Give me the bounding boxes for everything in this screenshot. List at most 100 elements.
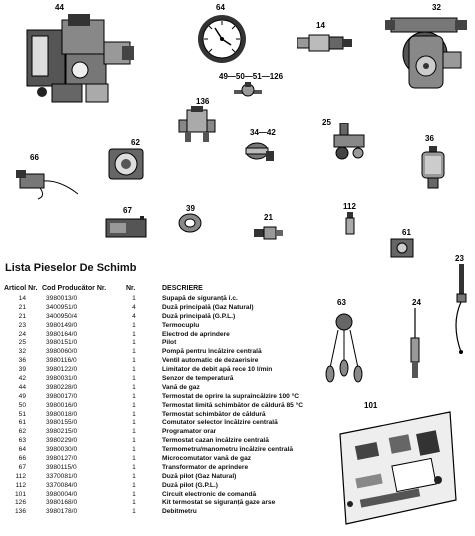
selector-switch-drawing xyxy=(390,238,414,258)
temperature-sensor-drawing xyxy=(242,139,276,163)
cell-cod: 3980004/0 xyxy=(46,490,78,498)
cell-nr: 1 xyxy=(132,383,136,391)
cell-cod: 3400951/0 xyxy=(46,303,78,311)
cell-descriere: Termocuplu xyxy=(162,321,200,329)
boiler-thermostat-drawing xyxy=(322,308,372,388)
header-descriere: DESCRIERE xyxy=(162,285,203,292)
page-title: Lista Pieselor De Schimb xyxy=(5,262,137,274)
cell-cod: 3980151/0 xyxy=(46,339,78,347)
pilot-drawing xyxy=(330,123,370,163)
cell-articol: 112 xyxy=(15,472,26,480)
header-nr: Nr. xyxy=(126,285,136,292)
cell-articol: 23 xyxy=(18,321,26,329)
cell-descriere: Supapă de siguranță î.c. xyxy=(162,295,238,302)
part-label-112: 112 xyxy=(343,202,356,211)
cell-descriere: Duză principală (G.P.L.) xyxy=(162,312,236,320)
cell-nr: 1 xyxy=(132,472,136,480)
cell-descriere: Senzor de temperatură xyxy=(162,375,234,383)
cell-articol: 66 xyxy=(18,455,26,463)
cell-articol: 64 xyxy=(18,446,26,454)
thermostat-drawing xyxy=(234,82,262,98)
cell-nr: 1 xyxy=(132,428,136,436)
cell-nr: 1 xyxy=(132,499,136,507)
cell-descriere: Transformator de aprindere xyxy=(162,463,249,471)
cell-articol: 36 xyxy=(18,357,26,365)
cell-articol: 44 xyxy=(18,383,26,391)
part-label-23: 23 xyxy=(455,254,464,263)
cell-articol: 49 xyxy=(18,392,26,400)
part-label-61: 61 xyxy=(402,228,411,237)
cell-articol: 136 xyxy=(14,508,26,516)
pilot-nozzle-drawing xyxy=(343,212,357,236)
cell-nr: 1 xyxy=(132,419,136,427)
part-label-49-50-51-126: 49—50—51—126 xyxy=(219,72,284,81)
air-vent-drawing xyxy=(418,146,448,190)
cell-nr: 1 xyxy=(132,366,136,374)
cell-cod: 3980155/0 xyxy=(46,419,78,427)
cell-descriere: Debitmetru xyxy=(162,508,197,516)
cell-nr: 1 xyxy=(132,321,136,329)
cell-cod: 3980229/0 xyxy=(46,437,78,445)
cell-cod: 3980116/0 xyxy=(46,357,77,365)
cell-articol: 39 xyxy=(18,366,26,374)
cell-articol: 126 xyxy=(14,499,26,507)
cell-nr: 1 xyxy=(132,410,136,418)
header-cod: Cod Producător Nr. xyxy=(42,285,107,292)
cell-descriere: Termostat limită schimbător de căldură 8… xyxy=(162,401,304,409)
cell-cod: 3980215/0 xyxy=(46,428,78,436)
cell-cod: 3400950/4 xyxy=(46,312,78,320)
cell-nr: 1 xyxy=(132,295,136,302)
cell-descriere: Termostat de oprire la supraîncălzire 10… xyxy=(162,392,300,400)
cell-cod: 3980017/0 xyxy=(46,392,78,400)
cell-cod: 3980115/0 xyxy=(46,463,77,471)
part-label-101: 101 xyxy=(364,401,378,410)
flow-limiter-drawing xyxy=(178,213,202,233)
header-articol: Articol Nr. xyxy=(4,285,38,292)
cell-cod: 3980018/0 xyxy=(46,410,78,418)
table-header: Articol Nr. Cod Producător Nr. Nr. DESCR… xyxy=(4,285,334,295)
cell-articol: 42 xyxy=(18,375,26,383)
cell-nr: 1 xyxy=(132,508,136,516)
part-label-24: 24 xyxy=(412,298,421,307)
cell-descriere: Duză pilot (G.P.L.) xyxy=(162,481,218,489)
cell-descriere: Microcomutator vană de gaz xyxy=(162,455,252,463)
flowmeter-drawing xyxy=(177,106,217,144)
cell-nr: 1 xyxy=(132,481,136,489)
cell-nr: 1 xyxy=(132,348,136,356)
part-label-62: 62 xyxy=(131,138,140,147)
cell-cod: 3980168/0 xyxy=(46,499,78,507)
cell-nr: 1 xyxy=(132,455,136,463)
cell-articol: 32 xyxy=(18,348,26,356)
cell-descriere: Duză pilot (Gaz Natural) xyxy=(162,472,237,480)
part-label-39: 39 xyxy=(186,204,195,213)
microswitch-drawing xyxy=(10,166,80,200)
part-label-66: 66 xyxy=(30,153,39,162)
main-nozzle-drawing xyxy=(254,223,284,243)
cell-nr: 1 xyxy=(132,490,136,498)
cell-nr: 1 xyxy=(132,437,136,445)
transformer-drawing xyxy=(104,215,148,241)
cell-descriere: Vană de gaz xyxy=(162,383,200,391)
cell-articol: 62 xyxy=(18,428,26,436)
part-label-36: 36 xyxy=(425,134,434,143)
part-label-14: 14 xyxy=(316,21,325,30)
part-label-63: 63 xyxy=(337,298,346,307)
thermocouple-drawing xyxy=(445,264,471,354)
part-label-44: 44 xyxy=(55,3,64,12)
cell-cod: 3980031/0 xyxy=(46,375,78,383)
cell-cod: 3370084/0 xyxy=(46,481,78,489)
cell-nr: 1 xyxy=(132,392,136,400)
cell-cod: 3980164/0 xyxy=(46,330,78,338)
pump-drawing xyxy=(385,12,470,97)
